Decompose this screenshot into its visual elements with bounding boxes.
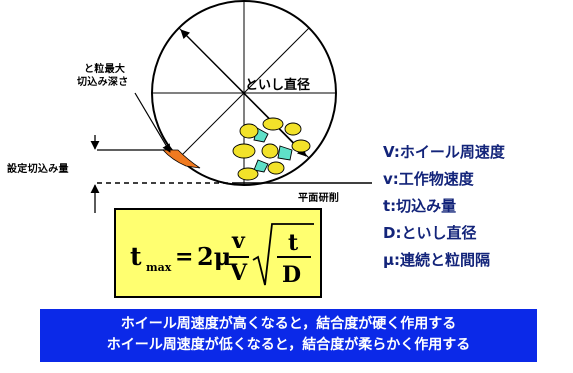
chip bbox=[162, 149, 201, 169]
legend-item: μ:連続と粒間隔 bbox=[383, 251, 491, 269]
legend-item: V:ホイール周速度 bbox=[383, 143, 505, 161]
footer-line-2: ホイール周速度が低くなると，結合度が柔らかく作用する bbox=[106, 337, 471, 353]
diameter-arrow bbox=[180, 29, 307, 157]
footer-banner: ホイール周速度が高くなると，結合度が硬く作用する ホイール周速度が低くなると，結… bbox=[40, 309, 537, 362]
max-depth-pointer bbox=[134, 92, 171, 153]
formula-lhs-t: t bbox=[130, 242, 142, 271]
sqrt-sign bbox=[252, 223, 314, 286]
surface-grinding-label: 平面研削 bbox=[298, 193, 340, 204]
formula-num-v: v bbox=[231, 228, 246, 254]
legend-item: t:切込み量 bbox=[383, 197, 457, 215]
formula-equals: = bbox=[175, 244, 193, 270]
wheel-diameter-label: といし直径 bbox=[245, 78, 311, 93]
legend-item: D:といし直径 bbox=[383, 224, 477, 242]
formula-box: t max = 2μ v V t D bbox=[114, 208, 322, 298]
abrasive-grains bbox=[232, 117, 311, 181]
legend-item: v:工作物速度 bbox=[383, 170, 474, 188]
set-depth-label: 設定切込み量 bbox=[7, 164, 69, 175]
formula-lhs-max: max bbox=[146, 261, 172, 274]
formula-coef: 2μ bbox=[197, 242, 231, 271]
formula: t max = 2μ v V t D bbox=[130, 223, 314, 288]
formula-den-V: V bbox=[229, 260, 248, 286]
footer-line-1: ホイール周速度が高くなると，結合度が硬く作用する bbox=[120, 316, 457, 332]
max-depth-label-line1: と粒最大 bbox=[84, 64, 126, 75]
formula-num-t: t bbox=[288, 230, 299, 256]
formula-den-D: D bbox=[282, 262, 301, 288]
max-depth-label-line2: 切込み深さ bbox=[77, 77, 129, 88]
